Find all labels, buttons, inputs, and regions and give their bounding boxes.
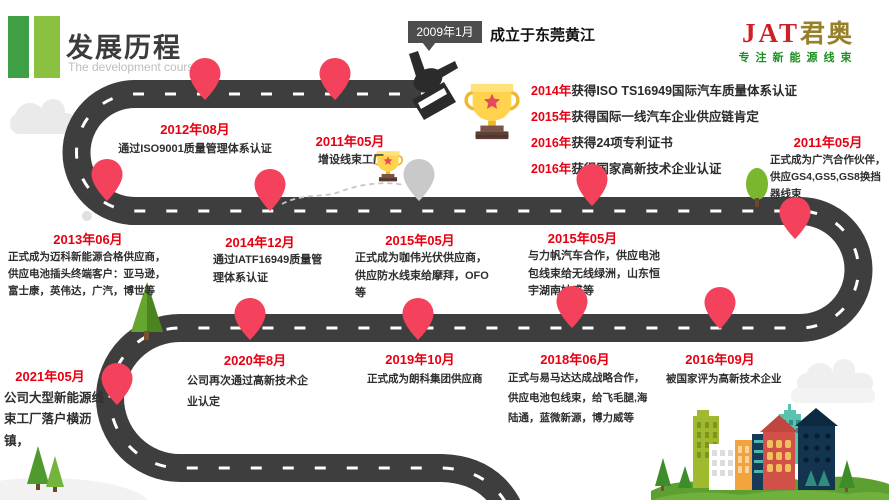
milestone-2021-05-text: 公司大型新能源线束工厂落户横沥镇，: [4, 391, 105, 448]
milestone-2018-06-text: 正式与易马达达成战略合作，供应电池包线束，给飞毛腿,海陆通，蓝微新源，博力威等: [508, 372, 648, 424]
award-year: 2015年: [531, 110, 572, 124]
milestone-2015-05-a-date: 2015年05月: [385, 233, 455, 248]
page-title: 发展历程: [66, 33, 182, 63]
award-year: 2014年: [531, 84, 572, 98]
milestone-2013-06-text: 正式成为迈科新能源合格供应商，供应电池插头终端客户：亚马逊，富士康，英伟达，广汽…: [8, 251, 166, 297]
location-pin-icon-2016-09: [704, 287, 736, 329]
award-year: 2016年: [531, 162, 572, 176]
location-pin-icon-2015-05-b: [576, 164, 608, 206]
dashed-connector: [281, 182, 405, 205]
award-row: 2016年获得24项专利证书: [531, 132, 797, 151]
milestone-2019-10-date: 2019年10月: [385, 352, 455, 367]
award-text: 获得ISO TS16949国际汽车质量体系认证: [571, 84, 798, 98]
location-pin-icon-gray: [403, 159, 435, 201]
award-text: 获得国家高新技术企业认证: [571, 162, 722, 176]
hill-shape: [0, 478, 148, 500]
tree-icon-bottom-left: [27, 446, 64, 492]
location-pin-icon-2013-06: [91, 159, 123, 201]
milestone-2020-08-text: 公司再次通过高新技术企业认定: [187, 375, 308, 408]
milestone-2013-06-date: 2013年06月: [53, 232, 123, 247]
accent-bar-light: [34, 16, 60, 78]
milestone-2016-09-date: 2016年09月: [685, 352, 755, 367]
location-pin-icon-2018-06: [556, 286, 588, 328]
location-pin-icon-2020-08: [234, 298, 266, 340]
founding-text: 成立于东莞黄江: [490, 27, 596, 44]
location-pin-icon-2011-05-gac: [779, 197, 811, 239]
award-text: 获得国际一线汽车企业供应链肯定: [571, 110, 759, 124]
logo-tagline: 专注新能源线束: [738, 52, 858, 64]
milestone-2011-05-gac-text: 正式成为广汽合作伙伴，供应GS4,GS5,GS8换挡器线束: [770, 154, 886, 200]
location-pin-icon-2012-08: [189, 58, 221, 100]
award-row: 2014年获得ISO TS16949国际汽车质量体系认证: [531, 80, 797, 99]
milestone-2012-08-date: 2012年08月: [160, 122, 230, 137]
milestone-2014-12-date: 2014年12月: [225, 235, 295, 250]
cloud-icon-left: [10, 99, 76, 134]
awards-list: 2014年获得ISO TS16949国际汽车质量体系认证 2015年获得国际一线…: [531, 80, 797, 184]
milestone-2015-05-a-text: 正式成为咖伟光伏供应商，供应防水线束给摩拜，OFO等: [355, 252, 489, 300]
logo-text-cn: 君奥: [800, 20, 855, 48]
milestone-2019-10-text: 正式成为朗科集团供应商: [367, 373, 483, 385]
road-center-line: [75, 92, 860, 500]
dot-decor: [82, 211, 92, 221]
city-skyline: [651, 388, 889, 500]
location-pin-icon-2011-05: [319, 58, 351, 100]
milestone-2015-05-b-text: 与力帆汽车合作，供应电池包线束给无线绿洲，山东恒宇湖南妙盛等: [528, 250, 660, 298]
tree-icon-right: [746, 168, 768, 207]
milestone-2011-05-factory-text: 增设线束工厂: [318, 154, 384, 166]
milestone-2020-08-date: 2020年8月: [223, 353, 287, 368]
milestone-2012-08-text: 通过ISO9001质量管理体系认证: [118, 143, 272, 155]
company-logo: JAT君奥 专注新能源线束: [712, 20, 884, 64]
award-row: 2016年获得国家高新技术企业认证: [531, 158, 797, 177]
milestone-2021-05-date: 2021年05月: [15, 369, 85, 384]
logo-text-en: JAT: [741, 18, 800, 48]
milestone-2014-12-text: 通过IATF16949质量管理体系认证: [213, 254, 323, 284]
milestone-2018-06-date: 2018年06月: [540, 352, 610, 367]
award-row: 2015年获得国际一线汽车企业供应链肯定: [531, 106, 797, 125]
tree-icon-left: [131, 282, 163, 340]
milestone-2015-05-b-date: 2015年05月: [547, 231, 618, 246]
accent-bar-dark: [8, 16, 29, 78]
award-year: 2016年: [531, 136, 572, 150]
page-subtitle: The development course: [68, 60, 201, 74]
location-pin-icon-2019-10: [402, 298, 434, 340]
location-pin-icon-2014-12: [254, 169, 286, 211]
award-text: 获得24项专利证书: [571, 136, 673, 150]
trophy-icon-large: [466, 84, 518, 139]
location-pin-icon-2021-05: [101, 363, 133, 405]
pointing-hand-icon: [409, 51, 458, 120]
founding-date-badge: 2009年1月: [408, 21, 482, 51]
milestone-2011-05-factory-date: 2011年05月: [315, 134, 385, 149]
milestone-2011-05-gac-date: 2011年05月: [793, 135, 863, 150]
milestone-2016-09-text: 被国家评为高新技术企业: [666, 373, 782, 385]
